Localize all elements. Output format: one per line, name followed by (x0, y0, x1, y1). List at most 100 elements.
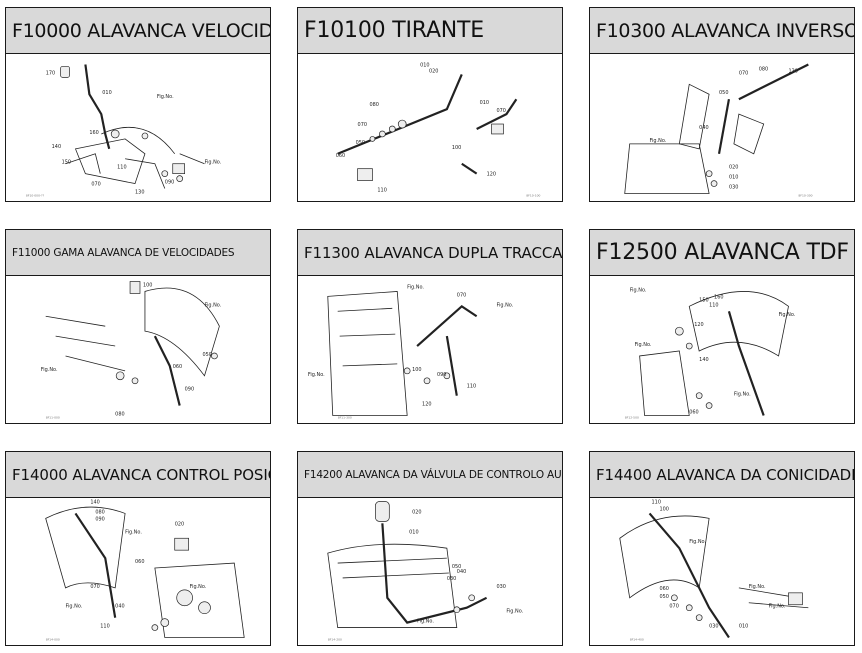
svg-text:070: 070 (91, 182, 100, 188)
svg-text:Fig.No.: Fig.No. (734, 392, 751, 398)
svg-text:Fig.No.: Fig.No. (190, 584, 207, 590)
svg-text:8F10-000-??: 8F10-000-?? (26, 193, 45, 197)
diagram-card-f11000[interactable]: F11000 GAMA ALAVANCA DE VELOCIDADES 100 0… (5, 229, 271, 424)
svg-text:110: 110 (377, 188, 386, 194)
svg-text:080: 080 (369, 102, 378, 108)
svg-text:120: 120 (487, 172, 496, 178)
svg-text:010: 010 (739, 624, 748, 630)
svg-text:Fig.No.: Fig.No. (779, 312, 796, 318)
svg-text:050: 050 (719, 90, 728, 96)
svg-text:040: 040 (699, 125, 708, 131)
svg-text:090: 090 (437, 372, 446, 378)
svg-text:020: 020 (412, 509, 421, 515)
card-title: F10300 ALAVANCA INVERSOR (590, 8, 854, 54)
svg-text:110: 110 (117, 165, 126, 171)
svg-text:070: 070 (90, 584, 99, 590)
svg-text:8F11-300: 8F11-300 (338, 415, 352, 419)
svg-text:Fig.No.: Fig.No. (689, 539, 706, 545)
svg-text:050: 050 (203, 352, 212, 358)
svg-text:050: 050 (356, 140, 365, 146)
card-title: F12500 ALAVANCA TDF (590, 230, 854, 276)
svg-text:100: 100 (143, 282, 152, 288)
svg-text:Fig.No.: Fig.No. (417, 619, 434, 625)
svg-text:070: 070 (669, 604, 678, 610)
card-title: F11000 GAMA ALAVANCA DE VELOCIDADES (6, 230, 270, 276)
svg-text:020: 020 (729, 165, 738, 171)
svg-text:8F14-400: 8F14-400 (630, 637, 644, 641)
card-title: F14000 ALAVANCA CONTROL POSICAO (6, 452, 270, 498)
svg-text:Fig.No.: Fig.No. (630, 287, 647, 293)
svg-text:Fig.No.: Fig.No. (157, 94, 174, 100)
card-title: F10000 ALAVANCA VELOCIDADES (6, 8, 270, 54)
svg-text:010: 010 (102, 90, 111, 96)
svg-text:020: 020 (175, 521, 184, 527)
svg-text:060: 060 (336, 153, 345, 159)
svg-text:010: 010 (409, 529, 418, 535)
svg-text:030: 030 (709, 624, 718, 630)
svg-text:090: 090 (185, 387, 194, 393)
diagram-card-f11300[interactable]: F11300 ALAVANCA DUPLA TRACCAO Fig.No. 070… (297, 229, 563, 424)
diagram-card-f10000[interactable]: F10000 ALAVANCA VELOCIDADES 170 010 Fig.N… (5, 7, 271, 202)
svg-text:170: 170 (46, 70, 55, 76)
svg-text:070: 070 (358, 122, 367, 128)
svg-text:080: 080 (115, 412, 124, 418)
svg-text:Fig.No.: Fig.No. (769, 604, 786, 610)
svg-text:110: 110 (467, 384, 476, 390)
svg-text:160: 160 (89, 130, 98, 136)
svg-text:Fig.No.: Fig.No. (125, 529, 142, 535)
svg-text:140: 140 (52, 144, 61, 150)
card-title: F14400 ALAVANCA DA CONICIDADE (590, 452, 854, 498)
svg-text:110: 110 (100, 624, 109, 630)
svg-text:Fig.No.: Fig.No. (506, 609, 523, 615)
card-title: F11300 ALAVANCA DUPLA TRACCAO (298, 230, 562, 276)
svg-text:130: 130 (135, 190, 144, 196)
svg-text:8F14-200: 8F14-200 (328, 637, 342, 641)
svg-text:070: 070 (496, 108, 505, 114)
svg-text:Fig.No.: Fig.No. (496, 302, 513, 308)
svg-text:Fig.No.: Fig.No. (41, 367, 58, 373)
svg-text:110: 110 (652, 500, 661, 506)
svg-text:030: 030 (729, 185, 738, 191)
svg-text:110: 110 (709, 302, 718, 308)
svg-text:060: 060 (689, 410, 698, 416)
svg-text:030: 030 (496, 584, 505, 590)
svg-text:Fig.No.: Fig.No. (308, 372, 325, 378)
svg-text:070: 070 (739, 70, 748, 76)
svg-text:020: 020 (429, 68, 438, 74)
svg-text:070: 070 (457, 292, 466, 298)
svg-text:130: 130 (788, 68, 797, 74)
svg-text:100: 100 (412, 367, 421, 373)
svg-text:030: 030 (447, 576, 456, 582)
svg-text:050: 050 (659, 594, 668, 600)
svg-text:Fig.No.: Fig.No. (635, 342, 652, 348)
svg-text:120: 120 (694, 322, 703, 328)
svg-text:080: 080 (95, 509, 104, 515)
card-title: F14200 ALAVANCA DA VÁLVULA DE CONTROLO A… (298, 452, 562, 498)
svg-text:060: 060 (135, 559, 144, 565)
svg-text:060: 060 (659, 586, 668, 592)
svg-text:010: 010 (420, 62, 429, 68)
svg-text:8F14-000: 8F14-000 (46, 637, 60, 641)
svg-text:100: 100 (659, 506, 668, 512)
svg-text:Fig.No.: Fig.No. (407, 284, 424, 290)
svg-text:Fig.No.: Fig.No. (204, 160, 221, 166)
svg-text:Fig.No.: Fig.No. (66, 604, 83, 610)
svg-text:120: 120 (422, 402, 431, 408)
diagram-card-f14200[interactable]: F14200 ALAVANCA DA VÁLVULA DE CONTROLO A… (297, 451, 563, 646)
svg-text:Fig.No.: Fig.No. (749, 584, 766, 590)
svg-text:Fig.No.: Fig.No. (204, 302, 221, 308)
svg-text:050: 050 (452, 564, 461, 570)
svg-text:040: 040 (115, 604, 124, 610)
